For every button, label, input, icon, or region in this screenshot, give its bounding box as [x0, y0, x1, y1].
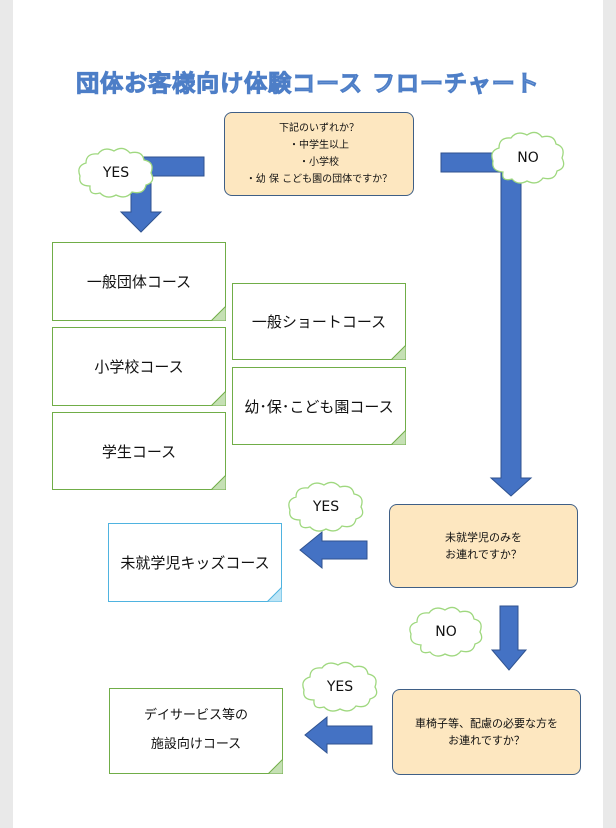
- yes-label: YES: [312, 499, 340, 515]
- page-curl-icon: [391, 430, 406, 445]
- question-box-3: 車椅子等、配慮の必要な方を お連れですか？: [392, 689, 581, 775]
- page-curl-icon: [211, 391, 226, 406]
- course-label: 小学校コース: [94, 358, 184, 376]
- course-general-group: 一般団体コース: [52, 242, 226, 321]
- page-title: 団体お客様向け体験コース フローチャート: [76, 71, 540, 98]
- question-1-line: ・幼 保 こども園の団体ですか？: [245, 174, 393, 185]
- question-box-1: 下記のいずれか？ ・中学生以上 ・小学校 ・幼 保 こども園の団体ですか？: [224, 112, 414, 196]
- course-label: デイサービス等の: [143, 708, 248, 724]
- course-elementary: 小学校コース: [52, 327, 226, 406]
- question-3-line: お連れですか？: [448, 734, 525, 747]
- course-general-short: 一般ショートコース: [232, 283, 406, 360]
- arrow-yes-3: [304, 715, 373, 755]
- course-label: 幼･保･こども園コース: [244, 397, 394, 416]
- course-facility: デイサービス等の 施設向けコース: [109, 688, 283, 774]
- question-1-line: ・小学校: [299, 157, 339, 168]
- yes-label: YES: [102, 165, 130, 181]
- question-1-line: 下記のいずれか？: [279, 123, 359, 134]
- no-cloud-2: NO: [408, 605, 484, 659]
- course-label: 未就学児キッズコース: [120, 554, 270, 572]
- question-1-line: ・中学生以上: [289, 140, 349, 151]
- yes-label: YES: [326, 679, 354, 695]
- course-label: 学生コース: [101, 442, 177, 461]
- no-cloud-1: NO: [490, 130, 566, 186]
- course-student: 学生コース: [52, 412, 226, 490]
- yes-cloud-1: YES: [76, 146, 156, 200]
- yes-cloud-3: YES: [300, 660, 380, 714]
- question-2-line: 未就学児のみを: [445, 530, 522, 544]
- course-preschool: 幼･保･こども園コース: [232, 367, 406, 445]
- question-box-2: 未就学児のみを お連れですか？: [389, 504, 578, 588]
- arrow-no-1: [440, 152, 533, 497]
- no-label: NO: [517, 150, 539, 166]
- page-curl-icon: [211, 475, 226, 490]
- no-label: NO: [435, 624, 457, 640]
- course-kids: 未就学児キッズコース: [108, 523, 282, 602]
- arrow-no-2: [490, 605, 528, 671]
- yes-cloud-2: YES: [286, 480, 366, 534]
- page-curl-icon: [268, 759, 283, 774]
- page-curl-icon: [391, 345, 406, 360]
- course-label: 一般団体コース: [86, 273, 192, 291]
- page-curl-icon: [267, 587, 282, 602]
- page-curl-icon: [211, 306, 226, 321]
- course-label: 一般ショートコース: [251, 313, 387, 331]
- question-2-line: お連れですか？: [445, 548, 522, 561]
- arrow-yes-2: [299, 530, 368, 570]
- question-3-line: 車椅子等、配慮の必要な方を: [415, 716, 558, 730]
- course-label: 施設向けコース: [150, 737, 242, 752]
